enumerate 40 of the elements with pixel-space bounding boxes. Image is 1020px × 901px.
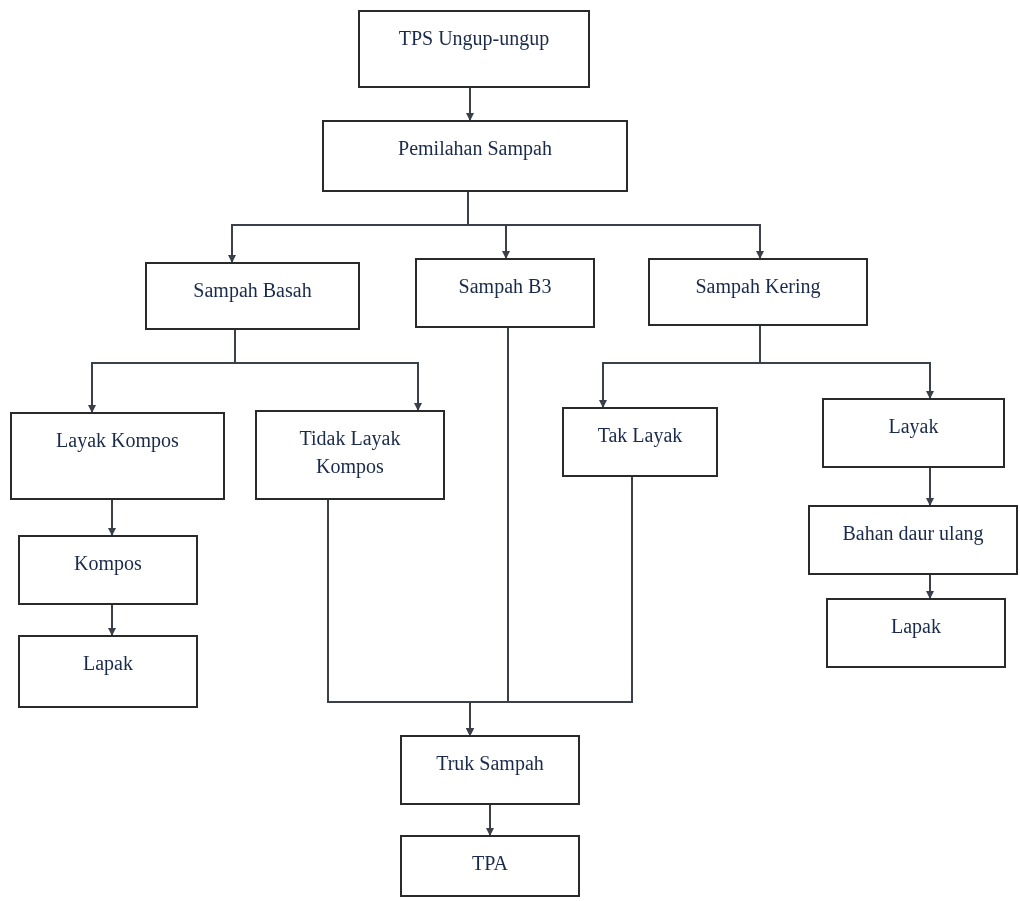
process-box (18, 535, 198, 605)
box-label: Layak Kompos (56, 428, 179, 454)
box-label: Bahan daur ulang (842, 521, 984, 547)
box-label: Sampah Kering (695, 274, 821, 300)
box-label: Lapak (83, 651, 133, 677)
box-label: Tidak Layak Kompos (298, 426, 402, 480)
box-label: Sampah Basah (193, 278, 312, 304)
arrow (486, 804, 494, 836)
process-box (562, 407, 718, 477)
process-box (358, 10, 590, 88)
box-label: Lapak (891, 614, 941, 640)
arrow (467, 191, 764, 259)
process-box (400, 735, 580, 805)
process-box (822, 398, 1005, 468)
box-label: TPS Ungup-ungup (398, 26, 550, 52)
box-label: TPA (472, 851, 508, 876)
arrow (926, 574, 934, 599)
arrow (108, 499, 116, 536)
process-box (826, 598, 1006, 668)
box-label: Truk Sampah (436, 751, 544, 777)
box-label: Kompos (74, 551, 142, 577)
arrow (108, 604, 116, 636)
box-label: Tak Layak (597, 423, 683, 449)
process-box (400, 835, 580, 897)
arrow (926, 467, 934, 506)
process-box (808, 505, 1018, 575)
process-box (18, 635, 198, 708)
arrow (759, 325, 934, 399)
process-box (322, 120, 628, 192)
box-label: Sampah B3 (458, 274, 552, 300)
box-label: Pemilahan Sampah (398, 136, 552, 162)
process-box (255, 410, 445, 500)
process-box (648, 258, 868, 326)
arrow (466, 476, 633, 736)
process-box (145, 262, 360, 330)
box-label: Layak (888, 414, 939, 440)
process-box (10, 412, 225, 500)
arrow (466, 87, 474, 121)
process-box (415, 258, 595, 328)
arrow (234, 329, 422, 411)
